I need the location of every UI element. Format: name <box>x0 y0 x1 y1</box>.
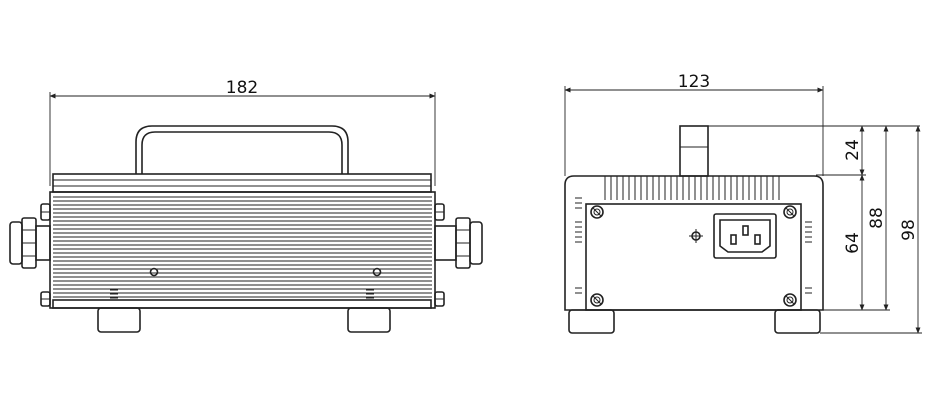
iec-c14-inlet-icon <box>713 213 777 259</box>
front-foot-right <box>347 307 391 333</box>
dim-side-width: 123 <box>678 72 710 92</box>
screw-icon <box>434 291 445 307</box>
front-foot-left <box>97 307 141 333</box>
screw-icon <box>783 293 797 307</box>
side-view: 123 24 64 88 98 <box>564 72 922 334</box>
screw-icon <box>783 205 797 219</box>
screw-icon <box>40 203 51 221</box>
front-panel <box>585 203 802 311</box>
screw-icon <box>590 205 604 219</box>
carry-handle <box>135 125 349 174</box>
screw-icon <box>434 203 445 221</box>
dim-front-width: 182 <box>226 78 258 98</box>
dim-body-height: 64 <box>843 232 863 254</box>
screw-icon <box>590 293 604 307</box>
side-handle <box>679 125 709 177</box>
side-foot-left <box>568 309 615 334</box>
side-foot-right <box>774 309 821 334</box>
dim-height-without-feet: 88 <box>867 207 887 229</box>
cable-gland-icon <box>9 217 51 269</box>
heatsink-fins <box>53 196 432 298</box>
cable-gland-icon <box>434 217 483 269</box>
side-heatsink-fins <box>604 176 780 200</box>
ground-screw-icon <box>689 229 703 243</box>
dim-handle-height: 24 <box>843 139 863 161</box>
front-top-lid <box>52 173 432 193</box>
screw-icon <box>40 291 51 307</box>
front-view: 182 <box>9 78 483 333</box>
dim-total-height: 98 <box>899 219 919 241</box>
